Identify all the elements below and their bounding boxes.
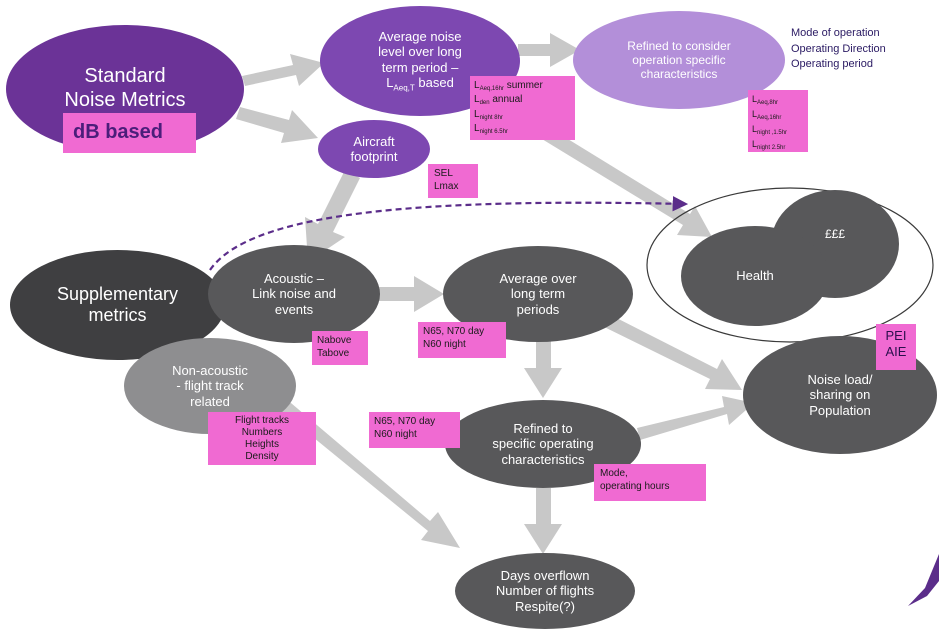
aircraft-footprint-node: Aircraft footprint xyxy=(318,120,430,178)
health-group-outline xyxy=(646,187,934,343)
n60-night-label: N60 night xyxy=(423,338,466,350)
arrow-standard-to-aircraft xyxy=(236,107,318,143)
money-label: £££ xyxy=(824,226,846,241)
leq-right-item: Lnight ,1.5hr xyxy=(752,124,788,136)
arrow-refined-to-noise xyxy=(637,396,754,440)
leq-item: Lden annual xyxy=(474,94,523,107)
average-noise-line-3: term period – xyxy=(381,59,459,75)
nabove-label: Nabove xyxy=(317,335,352,346)
arrow-nonacoustic-to-days xyxy=(270,392,460,548)
mode-label: Mode, xyxy=(600,468,628,479)
arrow-acoustic-to-average xyxy=(375,276,444,312)
density-label: Density xyxy=(245,451,279,462)
pei-label: PEI xyxy=(885,328,907,343)
average-long-line-2: long term xyxy=(510,286,566,302)
non-acoustic-line-3: related xyxy=(190,393,230,409)
acoustic-line-2: Link noise and xyxy=(252,286,336,302)
refined-top-line-2: operation specific xyxy=(632,52,726,67)
mode-hours-note: Mode, operating hours xyxy=(594,464,706,501)
leq-summer-annual-note: LAeq,16hr summer Lden annual Lnight 8hr … xyxy=(470,76,575,140)
arrow-average-to-refined xyxy=(518,33,580,67)
acoustic-line-1: Acoustic – xyxy=(264,271,324,286)
n65-day-night-note-upper: N65, N70 day N60 night xyxy=(418,322,506,358)
days-line-2: Number of flights xyxy=(495,583,595,599)
n65-day-label: N65, N70 day xyxy=(374,416,436,427)
dashed-link-supplementary-to-health xyxy=(209,196,689,271)
non-acoustic-line-2: - flight track xyxy=(176,378,244,394)
days-line-1: Days overflown xyxy=(500,568,590,583)
flight-tracks-note: Flight tracks Numbers Heights Density xyxy=(208,412,316,465)
sel-lmax-note: SEL Lmax xyxy=(428,164,478,198)
sel-label: SEL xyxy=(434,168,453,179)
tabove-label: Tabove xyxy=(317,347,350,359)
refined-top-line-1: Refined to consider xyxy=(627,38,731,53)
average-noise-line-1: Average noise xyxy=(378,28,462,44)
standard-line-2: Noise Metrics xyxy=(64,89,186,111)
acoustic-node: Acoustic – Link noise and events xyxy=(208,245,380,343)
arrow-aircraft-to-acoustic xyxy=(305,170,360,262)
n60-night-label: N60 night xyxy=(374,428,417,440)
pei-aie-note: PEI AIE xyxy=(876,324,916,370)
flight-tracks-label: Flight tracks xyxy=(235,415,289,426)
leq-right-item: LAeq,16hr xyxy=(752,109,782,121)
operation-item-period: Operating period xyxy=(791,58,873,71)
lmax-label: Lmax xyxy=(434,180,459,192)
average-long-line-1: Average over xyxy=(499,271,577,286)
leq-right-item: LAeq,8hr xyxy=(752,94,779,106)
aircraft-line-1: Aircraft xyxy=(353,133,395,149)
n65-day-label: N65, N70 day xyxy=(423,326,485,337)
refined-mid-line-1: Refined to xyxy=(513,421,573,436)
leq-item: Lnight 6.5hr xyxy=(474,123,508,136)
average-long-line-3: periods xyxy=(516,301,560,317)
average-noise-line-2: level over long xyxy=(378,44,462,60)
operation-item-mode: Mode of operation xyxy=(791,27,880,39)
standard-line-1: Standard xyxy=(84,65,166,88)
arrow-average-down xyxy=(524,336,562,398)
refined-mid-line-3: characteristics xyxy=(501,451,585,467)
db-based-badge: dB based xyxy=(63,113,196,153)
health-label: Health xyxy=(736,268,774,284)
operating-hours-label: operating hours xyxy=(600,480,670,492)
n65-day-night-note-lower: N65, N70 day N60 night xyxy=(369,412,460,448)
days-line-3: Respite(?) xyxy=(515,598,575,614)
leq-item: Lnight 8hr xyxy=(474,108,503,121)
leq-item: LAeq,16hr summer xyxy=(474,80,543,92)
acoustic-line-3: events xyxy=(274,301,314,317)
noise-load-line-1: Noise load/ xyxy=(807,372,873,387)
heights-label: Heights xyxy=(245,439,279,450)
arrow-refined-down xyxy=(524,488,562,554)
leq-hours-note: LAeq,8hr LAeq,16hr Lnight ,1.5hr Lnight … xyxy=(748,90,808,152)
db-based-label: dB based xyxy=(73,121,164,143)
operation-item-direction: Operating Direction xyxy=(791,42,886,55)
refined-top-line-3: characteristics xyxy=(640,67,718,82)
refined-mid-line-2: specific operating xyxy=(492,436,594,452)
arrow-standard-to-average xyxy=(242,54,324,86)
aircraft-line-2: footprint xyxy=(350,149,398,164)
health-node: Health xyxy=(681,226,829,326)
nabove-tabove-note: Nabove Tabove xyxy=(312,331,368,365)
leq-right-item: Lnight 2.5hr xyxy=(752,139,786,151)
operation-list: Mode of operation Operating Direction Op… xyxy=(791,26,886,73)
aie-label: AIE xyxy=(885,344,907,360)
supplementary-line-2: metrics xyxy=(88,305,147,325)
corner-logo-mark xyxy=(908,554,939,606)
noise-load-line-2: sharing on xyxy=(809,387,871,403)
supplementary-line-1: Supplementary xyxy=(56,283,179,304)
non-acoustic-line-1: Non-acoustic xyxy=(172,363,248,378)
average-noise-leq-line: LAeq,T based xyxy=(386,74,454,93)
days-overflown-node: Days overflown Number of flights Respite… xyxy=(455,553,635,629)
numbers-label: Numbers xyxy=(241,427,283,438)
arrow-average-to-noise xyxy=(590,308,742,390)
noise-load-line-3: Population xyxy=(809,402,871,418)
